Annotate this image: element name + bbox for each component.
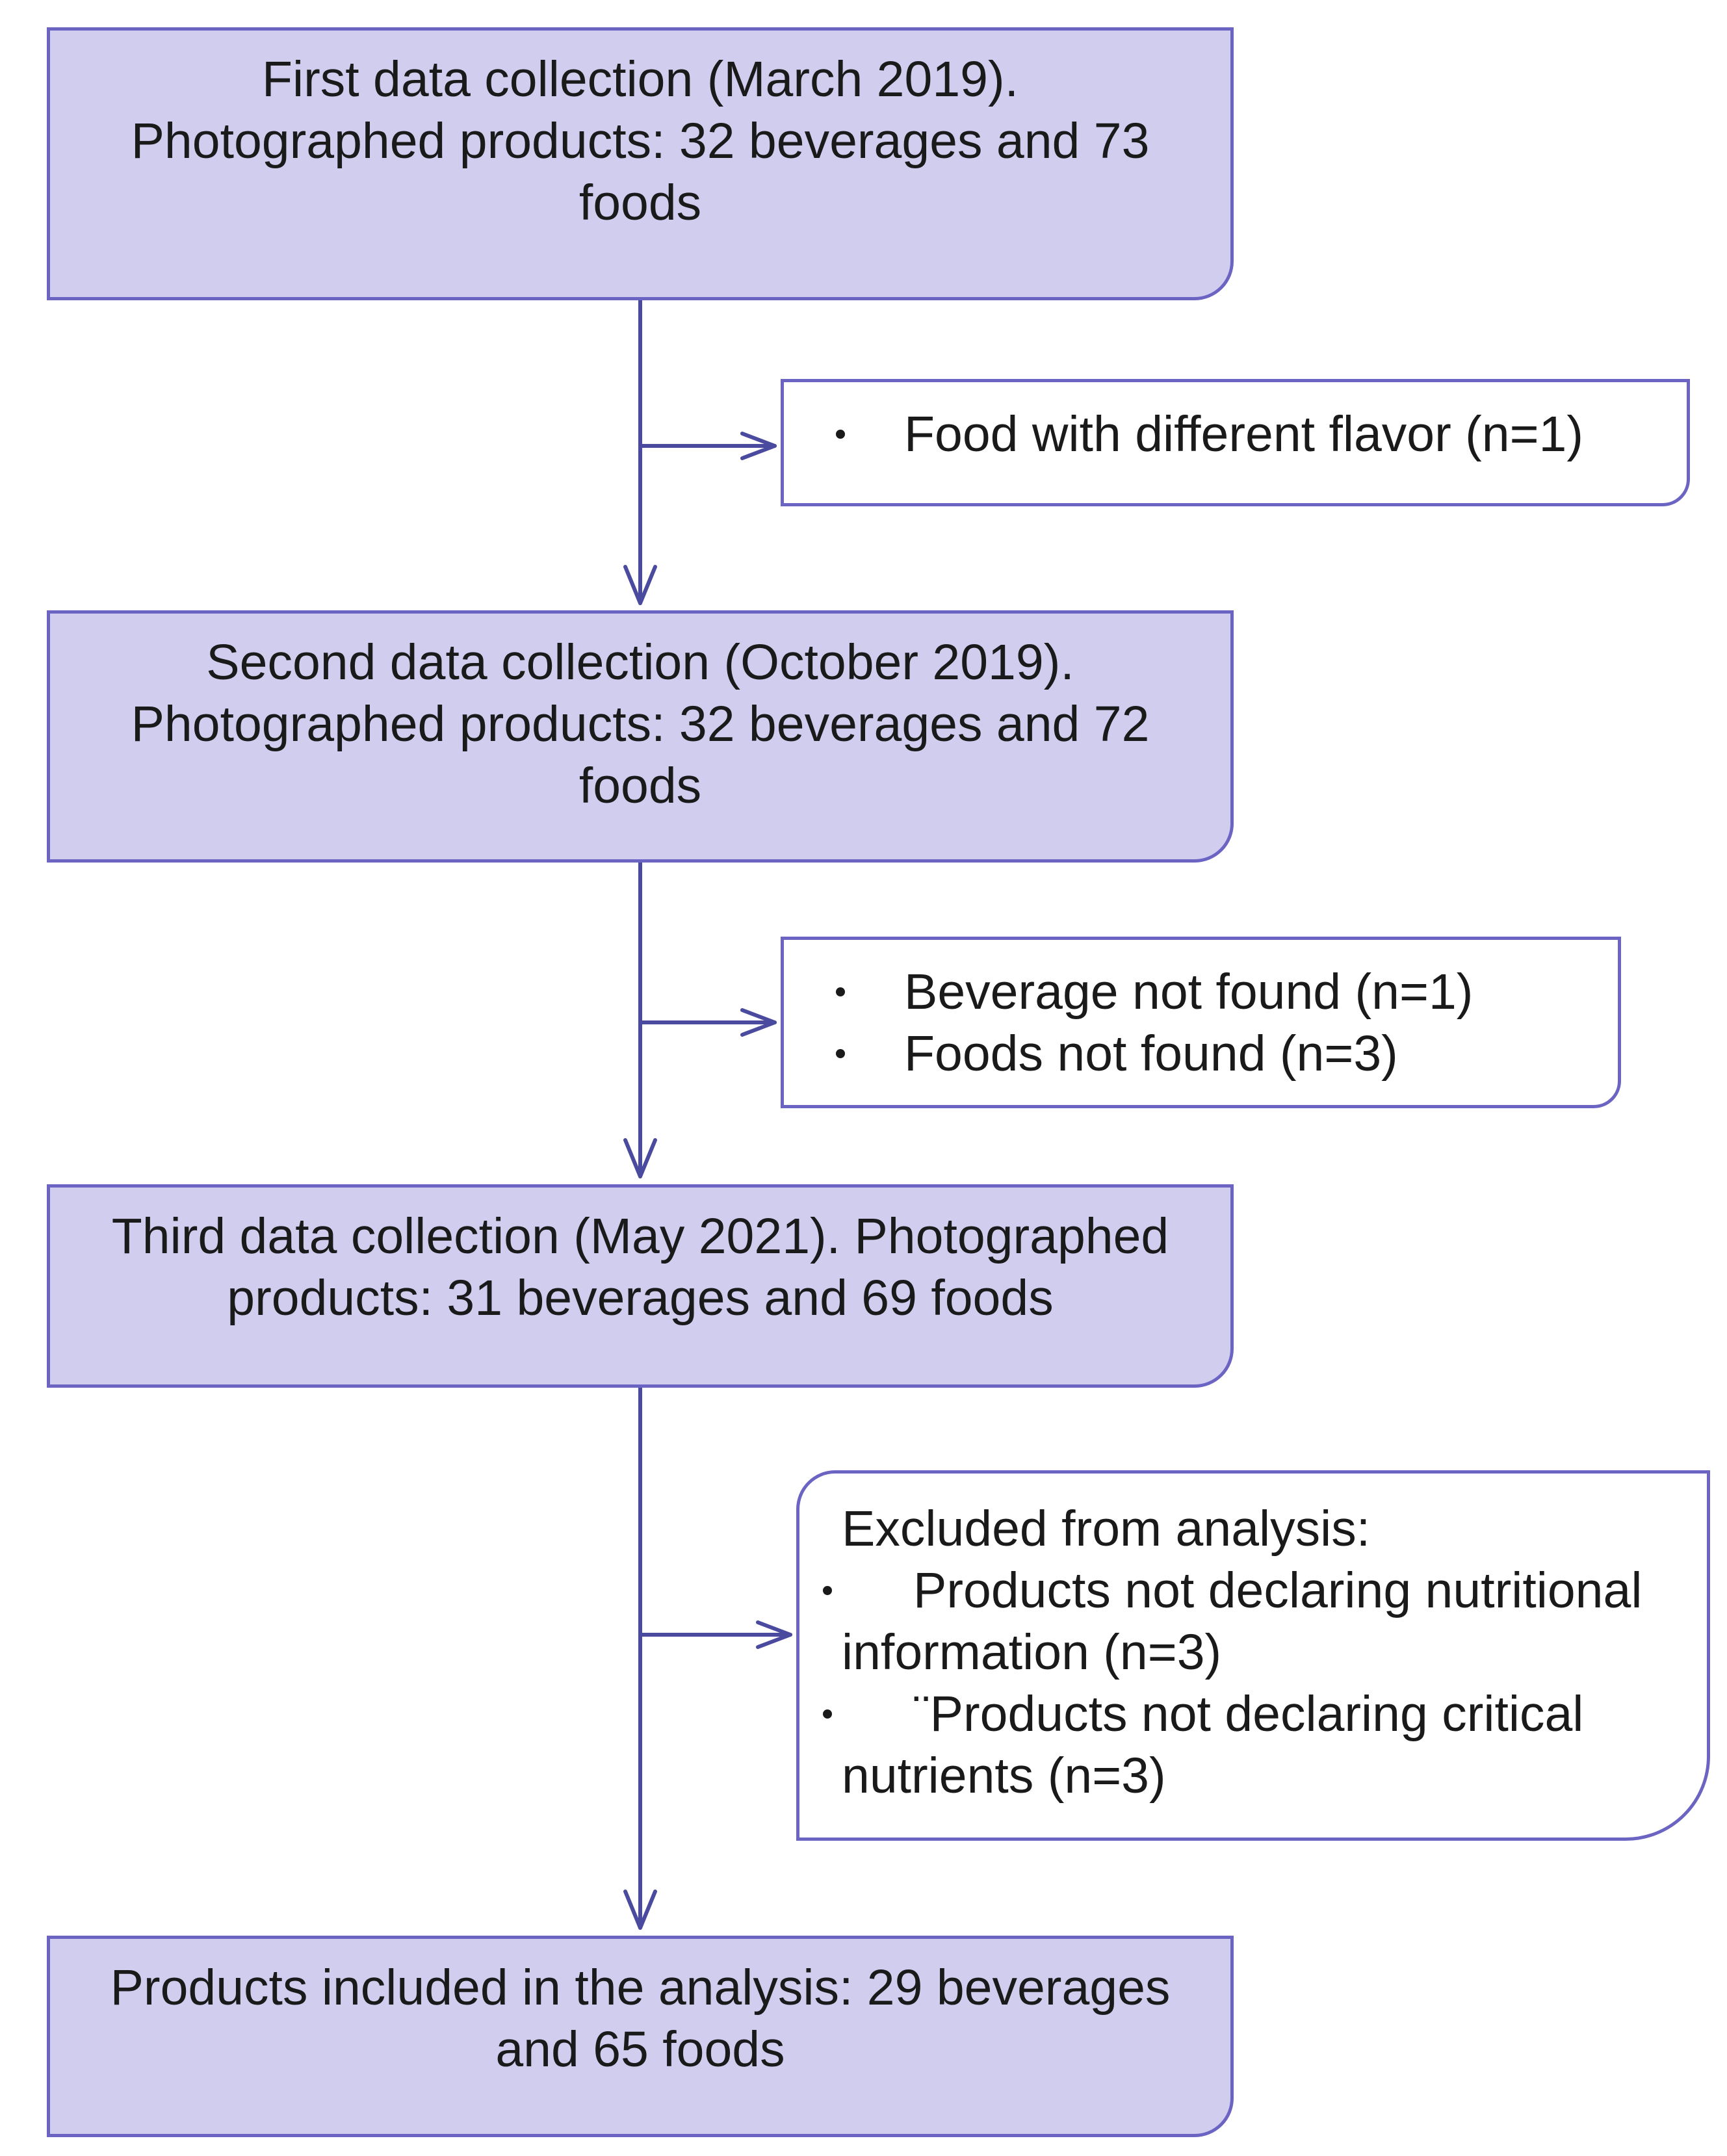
exclusion-item-continuation: nutrients (n=3) xyxy=(799,1745,1680,1807)
stage-box-second-collection: Second data collection (October 2019). P… xyxy=(47,610,1234,863)
arrowhead-down-2 xyxy=(623,1138,657,1178)
bullet-icon xyxy=(836,987,845,996)
stage-text-line: Photographed products: 32 beverages and … xyxy=(131,696,1150,752)
arrowhead-down-1 xyxy=(623,565,657,605)
bullet-icon xyxy=(823,1586,832,1595)
exclusion-item-text: ¨Products not declaring critical xyxy=(913,1686,1584,1742)
exclusion-item-text: Beverage not found (n=1) xyxy=(904,964,1474,1020)
exclusion-item: ¨Products not declaring critical xyxy=(799,1683,1680,1745)
exclusion-list: Products not declaring nutritional infor… xyxy=(799,1560,1707,1807)
stage-text-line: and 65 foods xyxy=(495,2021,785,2077)
exclusion-box-2: Beverage not found (n=1) Foods not found… xyxy=(781,937,1621,1108)
exclusion-item-text: information (n=3) xyxy=(842,1624,1222,1680)
exclusion-box-3: Excluded from analysis: Products not dec… xyxy=(796,1470,1710,1841)
exclusion-heading: Excluded from analysis: xyxy=(842,1501,1371,1557)
bullet-icon xyxy=(823,1709,832,1719)
stage-box-first-collection: First data collection (March 2019). Phot… xyxy=(47,27,1234,300)
exclusion-item: Beverage not found (n=1) xyxy=(784,961,1618,1023)
stage-text-line: products: 31 beverages and 69 foods xyxy=(227,1270,1054,1326)
stage-text-line: Products included in the analysis: 29 be… xyxy=(110,1960,1171,2016)
stage-text-line: foods xyxy=(578,758,702,814)
stage-text-line: First data collection (March 2019). xyxy=(261,51,1019,107)
exclusion-list: Food with different flavor (n=1) xyxy=(784,382,1687,465)
stage-text-line: foods xyxy=(578,175,702,231)
stage-text-line: Second data collection (October 2019). xyxy=(206,634,1074,690)
exclusion-list: Beverage not found (n=1) Foods not found… xyxy=(784,940,1618,1085)
bullet-icon xyxy=(836,1049,845,1058)
exclusion-item-text: Products not declaring nutritional xyxy=(913,1563,1643,1618)
exclusion-item-text: Foods not found (n=3) xyxy=(904,1026,1398,1082)
exclusion-box-1: Food with different flavor (n=1) xyxy=(781,379,1690,506)
exclusion-item-continuation: information (n=3) xyxy=(799,1622,1680,1683)
stage-box-included-products: Products included in the analysis: 29 be… xyxy=(47,1936,1234,2137)
exclusion-item: Food with different flavor (n=1) xyxy=(784,404,1687,465)
arrowhead-right-3 xyxy=(756,1620,792,1649)
arrowhead-down-3 xyxy=(623,1890,657,1930)
arrowhead-right-2 xyxy=(740,1008,777,1037)
exclusion-item-text: Food with different flavor (n=1) xyxy=(904,406,1584,462)
stage-box-third-collection: Third data collection (May 2021). Photog… xyxy=(47,1184,1234,1388)
stage-text-line: Third data collection (May 2021). Photog… xyxy=(111,1208,1169,1264)
arrowhead-right-1 xyxy=(740,432,777,460)
exclusion-item-text: nutrients (n=3) xyxy=(842,1748,1166,1804)
exclusion-item: Foods not found (n=3) xyxy=(784,1023,1618,1085)
stage-text-line: Photographed products: 32 beverages and … xyxy=(131,113,1150,169)
exclusion-item: Products not declaring nutritional xyxy=(799,1560,1680,1622)
bullet-icon xyxy=(836,430,845,439)
